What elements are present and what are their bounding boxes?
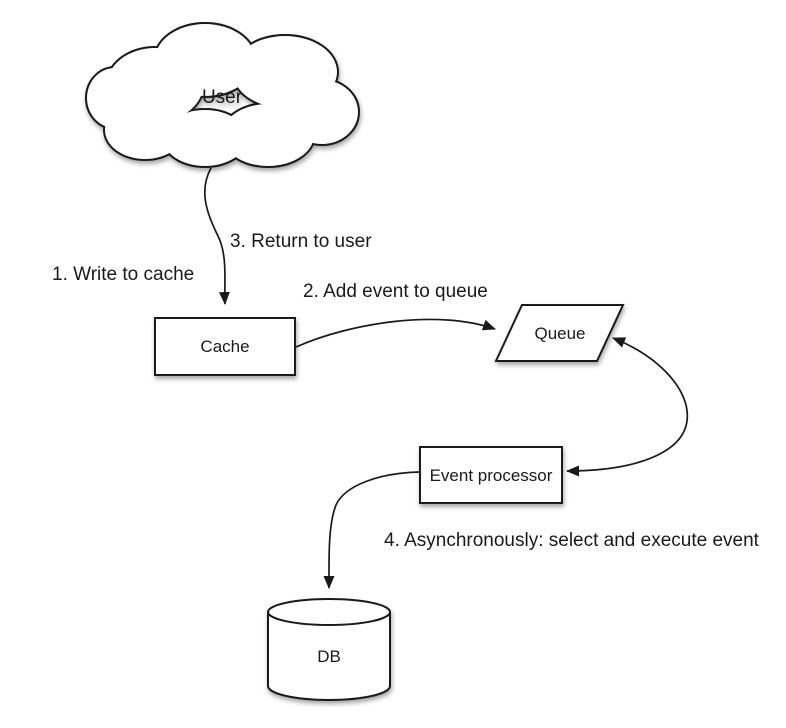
- node-label-db: DB: [317, 647, 341, 666]
- node-label-user: User: [202, 87, 243, 108]
- cache-rectangle: [154, 317, 296, 376]
- edge-cache-to-queue: [295, 318, 496, 348]
- db-cylinder-top: [267, 598, 391, 626]
- edges: [203, 167, 689, 589]
- label-step-2-add-event-to-queue: 2. Add event to queue: [303, 281, 488, 302]
- event-processor-rectangle: [419, 446, 563, 504]
- node-user-cloud: User: [85, 22, 360, 168]
- node-queue: Queue: [494, 304, 625, 362]
- db-cylinder-body: [267, 612, 391, 701]
- label-step-3-return-to-user: 3. Return to user: [230, 231, 372, 252]
- node-label-event-processor: Event processor: [430, 466, 553, 485]
- edge-event-processor-to-db: [323, 471, 420, 589]
- label-step-4-asynchronously: 4. Asynchronously: select and execute ev…: [384, 530, 760, 551]
- step-labels: 1. Write to cache 2. Add event to queue …: [52, 231, 760, 551]
- node-db: DB: [267, 598, 391, 701]
- queue-parallelogram: [494, 304, 625, 362]
- cloud-shape: [85, 22, 360, 168]
- edge-queue-event-processor-bidirectional: [566, 337, 689, 477]
- node-event-processor: Event processor: [419, 446, 563, 504]
- edge-user-to-cache: [203, 167, 230, 305]
- label-step-1-write-to-cache: 1. Write to cache: [52, 264, 194, 285]
- node-cache: Cache: [154, 317, 296, 376]
- node-label-cache: Cache: [200, 337, 249, 356]
- node-label-queue: Queue: [534, 324, 585, 343]
